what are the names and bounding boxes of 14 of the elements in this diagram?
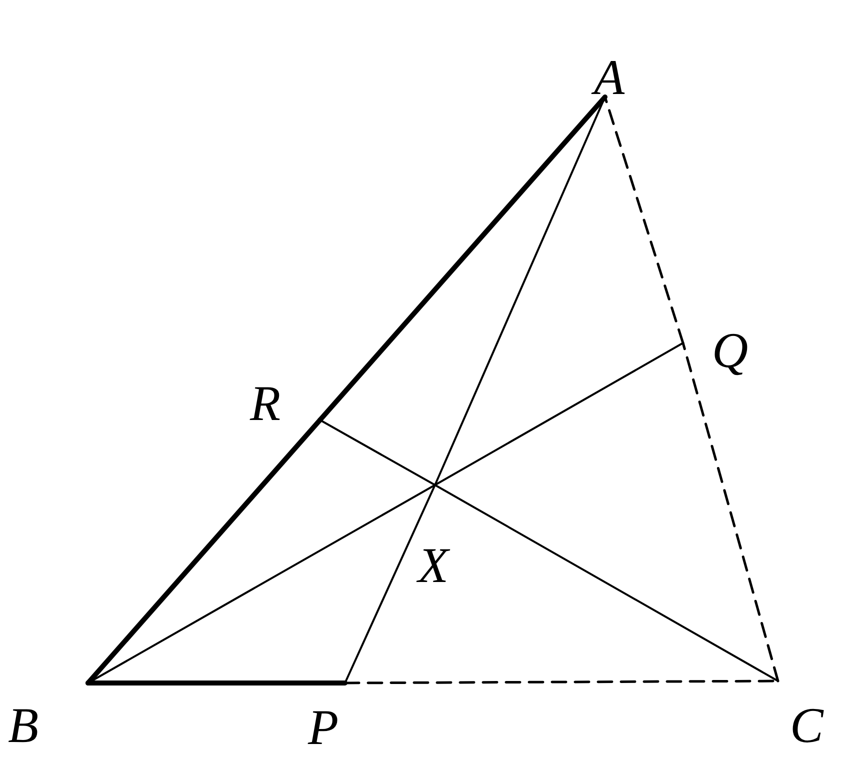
line-segment xyxy=(318,94,608,422)
point-label: P xyxy=(308,702,339,752)
point-label: Q xyxy=(712,325,748,375)
line-segment xyxy=(86,680,348,686)
point-label: R xyxy=(250,378,281,428)
point-label: B xyxy=(8,700,39,750)
point-label: X xyxy=(418,540,449,590)
line-segment xyxy=(682,342,780,682)
line-segment xyxy=(319,419,436,486)
line-segment xyxy=(434,342,684,486)
line-segment xyxy=(604,96,684,344)
line-segment xyxy=(344,484,436,684)
line-segment xyxy=(434,484,779,682)
point-label: C xyxy=(790,700,824,750)
